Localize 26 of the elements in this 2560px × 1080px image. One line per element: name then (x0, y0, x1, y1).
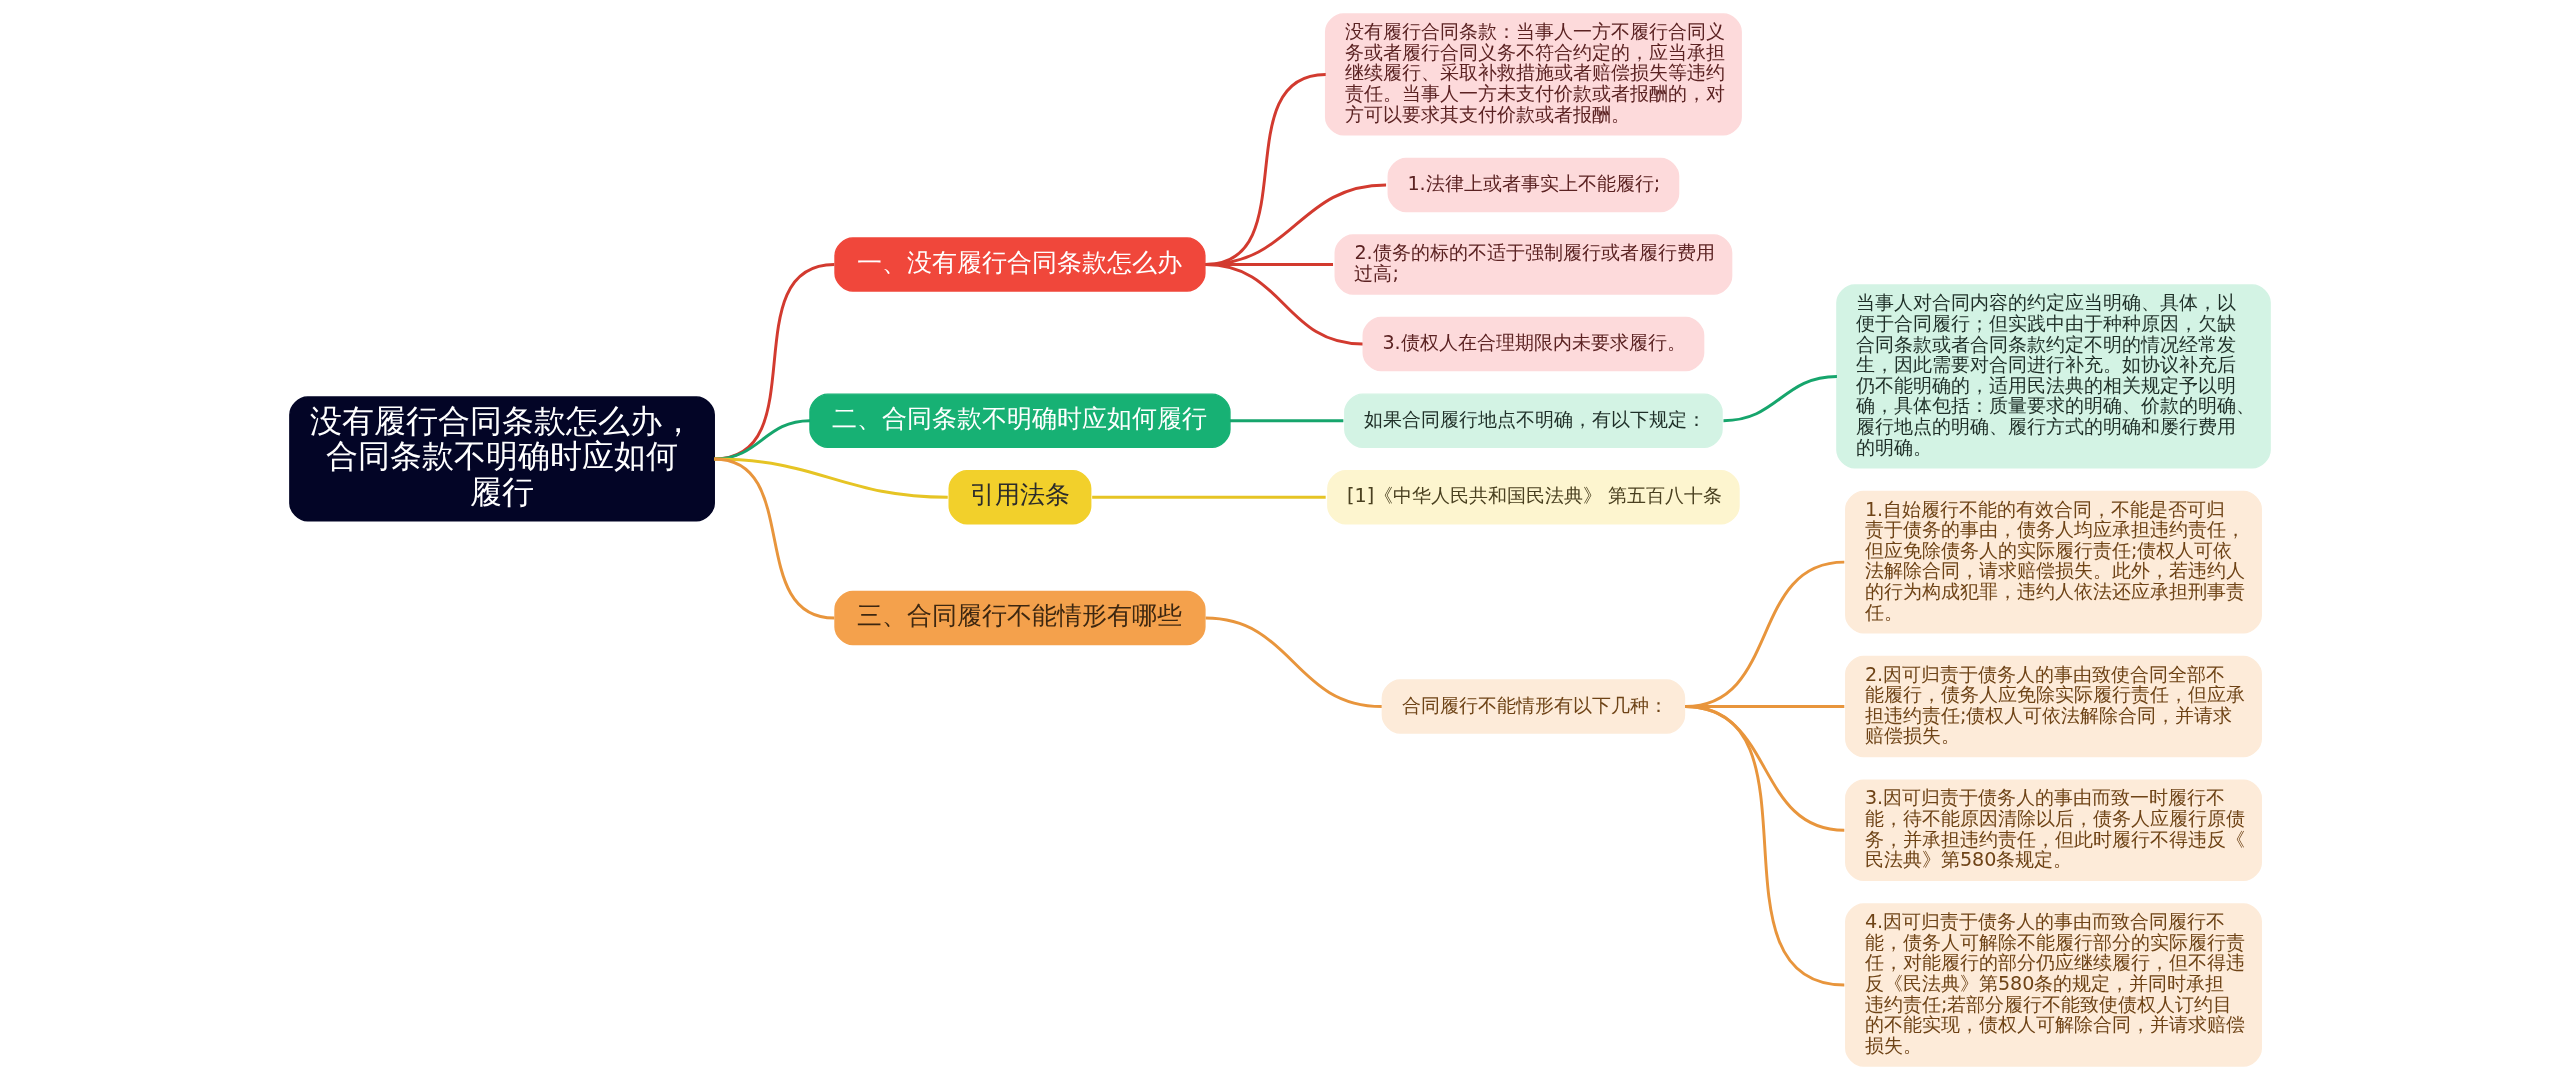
node-box: 2.因可归责于债务人的事由致使合同全部不能履行，债务人应免除实际履行责任，但应承担违约责任;债权人可依法解除合同，并请求赔偿损失。 (1845, 655, 2262, 758)
connector (1684, 705, 1845, 987)
node-box: 一、没有履行合同条款怎么办 (834, 237, 1206, 292)
connector (1092, 495, 1326, 499)
node-box: 如果合同履行地点不明确，有以下规定： (1344, 393, 1723, 448)
node-box: 1.法律上或者事实上不能履行; (1387, 157, 1680, 213)
node-box: 2.债务的标的不适于强制履行或者履行费用过高; (1334, 234, 1733, 295)
node-box: 没有履行合同条款：当事人一方不履行合同义务或者履行合同义务不符合约定的，应当承担继续履行、采取补救措施或者赔偿损失等违约责任。当事人一方未支付价款或者报酬的，对方可以要求其支付价款或者报酬。 (1324, 13, 1742, 136)
connector (1205, 616, 1382, 708)
connector (1723, 375, 1838, 423)
node-box: 4.因可归责于债务人的事由而致合同履行不能，债务人可解除不能履行部分的实际履行责任，对能履行的部分仍应继续履行，但不得违反《民法典》第580条的规定，并同时承担违约责任;若部分履行不能致使债权人订约目的不能实现，债权人可解除合同，并请求赔偿损失。 (1845, 903, 2262, 1067)
connector (713, 263, 835, 461)
connector (714, 457, 835, 620)
connector (1229, 419, 1344, 423)
node-box: [1]《中华人民共和国民法典》 第五百八十条 (1327, 470, 1740, 525)
node-box: 二、合同条款不明确时应如何履行 (809, 393, 1231, 448)
node-box: 三、合同履行不能情形有哪些 (834, 590, 1206, 646)
connector (714, 419, 811, 461)
node-box: 合同履行不能情形有以下几种： (1381, 679, 1686, 734)
connector (1205, 263, 1363, 346)
node-box: 引用法条 (948, 470, 1092, 525)
node-box: 当事人对合同内容的约定应当明确、具体，以便于合同履行；但实践中由于种种原因，欠缺合同条款或者合同条款约定不明的情况经常发生，因此需要对合同进行补充。如协议补充后仍不能明确的，适用民法典的相关规定予以明确，具体包括：质量要求的明确、价款的明确、履行地点的明确、履行方式的明确和屡行费用的明确。 (1836, 284, 2271, 469)
node-box: 3.因可归责于债务人的事由而致一时履行不能，待不能原因清除以后，债务人应履行原债务，并承担违约责任，但此时履行不得违反《民法典》第580条规定。 (1845, 779, 2262, 882)
node-box: 没有履行合同条款怎么办，合同条款不明确时应如何履行 (289, 396, 715, 522)
node-box: 3.债权人在合理期限内未要求履行。 (1362, 316, 1705, 372)
node-box: 1.自始履行不能的有效合同，不能是否可归责于债务的事由，债务人均应承担违约责任，但应免除债务人的实际履行责任;债权人可依法解除合同，请求赔偿损失。此外，若违约人的行为构成犯罪，违约人依法还应承担刑事责任。 (1845, 490, 2262, 634)
